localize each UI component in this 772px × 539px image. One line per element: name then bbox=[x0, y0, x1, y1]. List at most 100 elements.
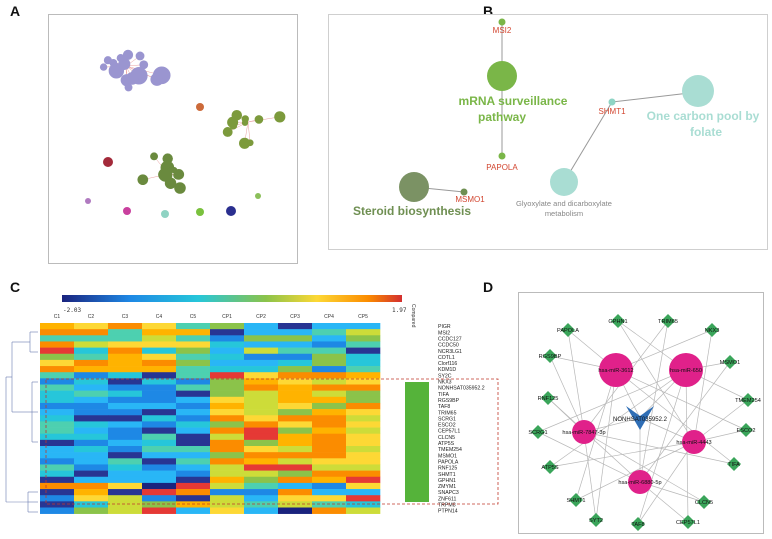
heatmap-cell bbox=[244, 482, 279, 490]
heatmap-cell bbox=[244, 464, 279, 471]
gene-label: SHMT1 bbox=[438, 472, 456, 478]
gene-label: CCDC50 bbox=[438, 343, 459, 349]
heatmap-cell bbox=[74, 476, 109, 484]
heatmap-cell bbox=[278, 433, 313, 441]
heatmap-cell bbox=[176, 329, 211, 336]
a-node bbox=[254, 115, 264, 124]
gene-label: NCR3LG1 bbox=[438, 349, 462, 355]
column-label: C1 bbox=[54, 314, 61, 320]
heatmap-cell bbox=[40, 347, 75, 355]
heatmap-cell bbox=[108, 482, 143, 490]
a-node bbox=[150, 152, 158, 161]
heatmap-cell bbox=[176, 402, 211, 410]
heatmap-cell bbox=[244, 341, 279, 348]
column-label: C2 bbox=[88, 314, 95, 320]
heatmap-cell bbox=[312, 507, 347, 514]
heatmap-cell bbox=[312, 458, 347, 465]
node-papola bbox=[498, 152, 506, 160]
heatmap-cell bbox=[74, 452, 109, 459]
heatmap-cell bbox=[210, 482, 245, 490]
heatmap-cell bbox=[278, 464, 313, 471]
heatmap-cell bbox=[74, 353, 109, 361]
heatmap-cell bbox=[176, 458, 211, 465]
mirna-node bbox=[669, 353, 703, 387]
heatmap-cell bbox=[176, 353, 211, 361]
heatmap-cell bbox=[142, 470, 177, 478]
heatmap-cell bbox=[108, 446, 143, 453]
heatmap-cell bbox=[40, 507, 75, 514]
heatmap-cell bbox=[244, 347, 279, 355]
gene-label: KDM1D bbox=[438, 367, 456, 373]
gene-label: SCRG1 bbox=[438, 416, 456, 422]
heatmap-cell bbox=[278, 359, 313, 367]
d-edge bbox=[615, 369, 747, 431]
gene-label: GPHN1 bbox=[438, 478, 456, 484]
heatmap-cell bbox=[210, 495, 245, 502]
heatmap-cell bbox=[176, 464, 211, 471]
heatmap-cell bbox=[176, 335, 211, 342]
heatmap-cell bbox=[278, 476, 313, 484]
heatmap-cell bbox=[40, 495, 75, 502]
heatmap-cell bbox=[176, 378, 211, 385]
heatmap-cell bbox=[244, 452, 279, 459]
heatmap-cell bbox=[74, 489, 109, 496]
heatmap-cell bbox=[346, 439, 381, 447]
heatmap-cell bbox=[176, 439, 211, 447]
heatmap-cell bbox=[210, 476, 245, 484]
target-gene-node bbox=[631, 517, 645, 531]
heatmap-cell bbox=[108, 359, 143, 367]
target-gene-label: TMEM254 bbox=[735, 398, 761, 404]
target-gene-label: SYT2 bbox=[589, 518, 603, 524]
target-gene-label: RGS9BP bbox=[539, 354, 562, 360]
heatmap-cell bbox=[278, 384, 313, 391]
heatmap-cell bbox=[142, 390, 177, 398]
heatmap-cell bbox=[346, 396, 381, 404]
heatmap-cell bbox=[176, 501, 211, 508]
heatmap-cell bbox=[74, 323, 109, 330]
heatmap-cell bbox=[312, 353, 347, 361]
node-glyoxylate bbox=[550, 168, 578, 196]
a-node bbox=[99, 63, 108, 71]
heatmap-cell bbox=[176, 470, 211, 478]
gene-label: NONHSAT035952.2 bbox=[438, 386, 485, 392]
gene-label: TMEM254 bbox=[438, 447, 462, 453]
heatmap-cell bbox=[244, 390, 279, 398]
gene-label: CEP57L1 bbox=[438, 429, 460, 435]
d-edge bbox=[575, 369, 617, 501]
gene-label: TAF8 bbox=[438, 404, 450, 410]
heatmap-cell bbox=[346, 470, 381, 478]
heatmap-cell bbox=[40, 446, 75, 453]
heatmap-cell bbox=[108, 470, 143, 478]
heatmap-cell bbox=[40, 452, 75, 459]
d-edge bbox=[583, 431, 597, 521]
heatmap-cell bbox=[312, 415, 347, 422]
target-gene-label: RNF125 bbox=[538, 396, 559, 402]
heatmap-cell bbox=[312, 366, 347, 373]
heatmap-cell bbox=[142, 433, 177, 441]
gene-label: CCDC127 bbox=[438, 336, 462, 342]
heatmap-cell bbox=[142, 489, 177, 496]
heatmap-cell bbox=[142, 458, 177, 465]
label-msmo1: MSMO1 bbox=[455, 195, 485, 204]
gene-label: PAPOLA bbox=[438, 459, 459, 465]
heatmap-cell bbox=[278, 347, 313, 355]
heatmap-cell bbox=[210, 446, 245, 453]
a-node bbox=[229, 121, 238, 130]
node-one-carbon bbox=[682, 75, 714, 107]
heatmap-cell bbox=[108, 353, 143, 361]
heatmap-cell bbox=[40, 482, 75, 490]
row-dendrogram bbox=[5, 331, 38, 513]
heatmap-cell bbox=[74, 433, 109, 441]
target-gene-label: SHMT1 bbox=[567, 498, 586, 504]
heatmap-cell bbox=[40, 335, 75, 342]
heatmap-cell bbox=[176, 390, 211, 398]
heatmap-cell bbox=[74, 366, 109, 373]
heatmap-cell bbox=[346, 335, 381, 342]
heatmap-cell bbox=[142, 396, 177, 404]
heatmap-cell bbox=[142, 464, 177, 471]
heatmap-cell bbox=[210, 353, 245, 361]
d-edge bbox=[639, 361, 731, 483]
heatmap-cell bbox=[312, 378, 347, 385]
d-edge bbox=[637, 441, 695, 525]
a-node bbox=[122, 49, 134, 60]
